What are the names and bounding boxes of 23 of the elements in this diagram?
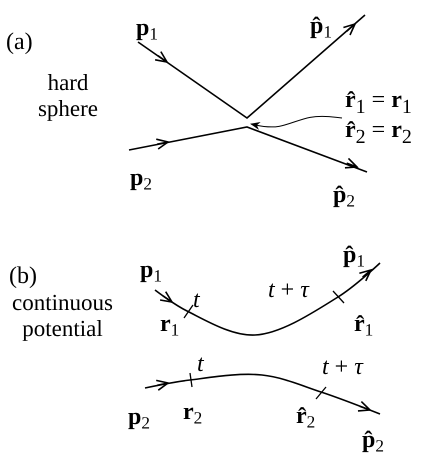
position-label: r̂$_{1}$ [354,312,374,339]
momentum-label: p̂$_{1}$ [343,243,365,270]
position-label: r$_{2}$ [183,400,202,427]
panel-label: (b) [9,264,37,288]
equation-label: r̂$_{1}$ = r$_{1}$ r̂$_{2}$ = r$_{2}$ [345,88,412,148]
momentum-label: p$_{1}$ [140,258,162,285]
position-label: r̂$_{2}$ [296,404,316,431]
position-label: r$_{1}$ [160,312,180,339]
panel-title: continuous potential [11,290,114,343]
leader-line [250,116,342,130]
momentum-label: p̂$_{1}$ [310,14,332,41]
momentum-label: p$_{2}$ [128,405,150,432]
collision-trajectories-drawing [128,14,368,173]
panel-title: hard sphere [36,70,100,123]
momentum-label: p$_{2}$ [130,166,152,193]
panel-label: (a) [6,30,33,54]
time-label: t + τ [322,355,363,379]
time-label: t [197,352,204,376]
momentum-label: p$_{1}$ [136,16,158,43]
time-label: t [193,288,200,312]
momentum-label: p̂$_{2}$ [333,183,355,210]
momentum-label: p̂$_{2}$ [362,428,384,453]
time-label: t + τ [268,278,309,302]
